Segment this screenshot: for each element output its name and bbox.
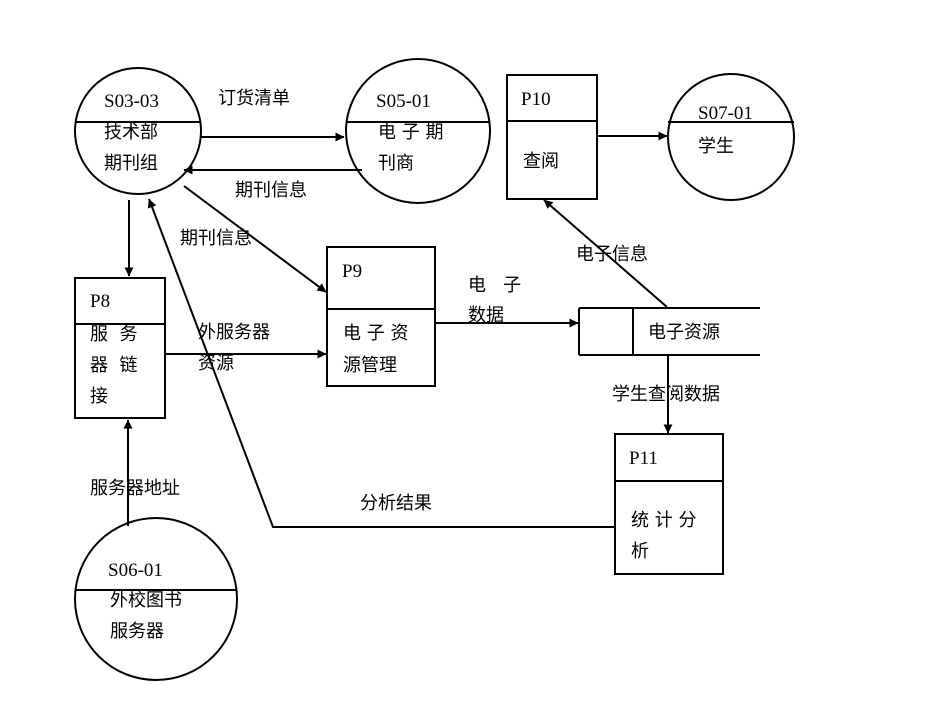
entity-name-line: 外校图书 [110,590,182,611]
process-name-line: 统 计 分 [631,510,696,531]
flow-label-e-info: 电子信息 [576,244,648,265]
flow-label-analysis-result: 分析结果 [360,493,432,514]
data-store-name: 电子资源 [648,322,720,343]
entity-name-line: 学生 [698,136,734,157]
process-name-line: 电 子 资 [343,323,408,344]
entity-s05-01: S05-01 电 子 期 刊商 [345,58,491,204]
entity-s03-03: S03-03 技术部 期刊组 [74,67,202,195]
process-name-line: 析 [631,541,649,562]
flow-label-e-data-2: 数据 [468,305,504,326]
data-store-e-resources: 电子资源 [578,307,760,356]
flows [123,131,673,528]
entity-name-line: 技术部 [104,122,158,143]
process-name-line: 查阅 [523,151,559,172]
flow-label-ext-server-resource-2: 资源 [198,353,234,374]
process-id: P8 [90,291,110,312]
process-name-line: 服 务 [90,324,137,345]
flow-label-ext-server-resource-1: 外服务器 [198,322,270,343]
entity-s07-01: S07-01 学生 [667,73,795,201]
flow-e-info-arrow [543,199,668,308]
flow-label-student-query-data: 学生查阅数据 [612,384,720,405]
entity-id: S03-03 [104,91,159,112]
flow-label-e-data-1: 电 子 [468,275,521,296]
process-name-line: 接 [90,386,108,407]
entity-name-line: 服务器 [110,621,164,642]
entity-name-line: 电 子 期 [378,122,443,143]
entity-name-line: 刊商 [378,153,414,174]
process-p11: P11 统 计 分 析 [614,433,724,575]
flow-label-journal-info-p9: 期刊信息 [180,228,252,249]
process-id: P10 [521,89,551,110]
entity-s06-01: S06-01 外校图书 服务器 [74,517,238,681]
flow-label-journal-info-back: 期刊信息 [235,180,307,201]
flow-analysis-result-arrow [147,198,615,528]
entity-id: S05-01 [376,91,431,112]
process-id: P11 [629,448,658,469]
entity-id: S06-01 [108,560,163,581]
flow-journal-info-p9-arrow [183,185,327,293]
entity-id: S07-01 [698,103,753,124]
flow-label-order-list: 订货清单 [218,88,290,109]
process-p8: P8 服 务 器 链 接 [74,277,166,419]
process-id: P9 [342,261,362,282]
flow-label-server-address: 服务器地址 [90,478,180,499]
process-p10: P10 查阅 [506,74,598,200]
process-name-line: 器 链 [90,355,137,376]
flow-labels: 订货清单 期刊信息 期刊信息 外服务器 资源 电 子 数据 电子信息 学生查阅数… [90,88,720,514]
process-p9: P9 电 子 资 源管理 [326,246,436,387]
entity-name-line: 期刊组 [104,153,158,174]
process-name-line: 源管理 [343,355,397,376]
